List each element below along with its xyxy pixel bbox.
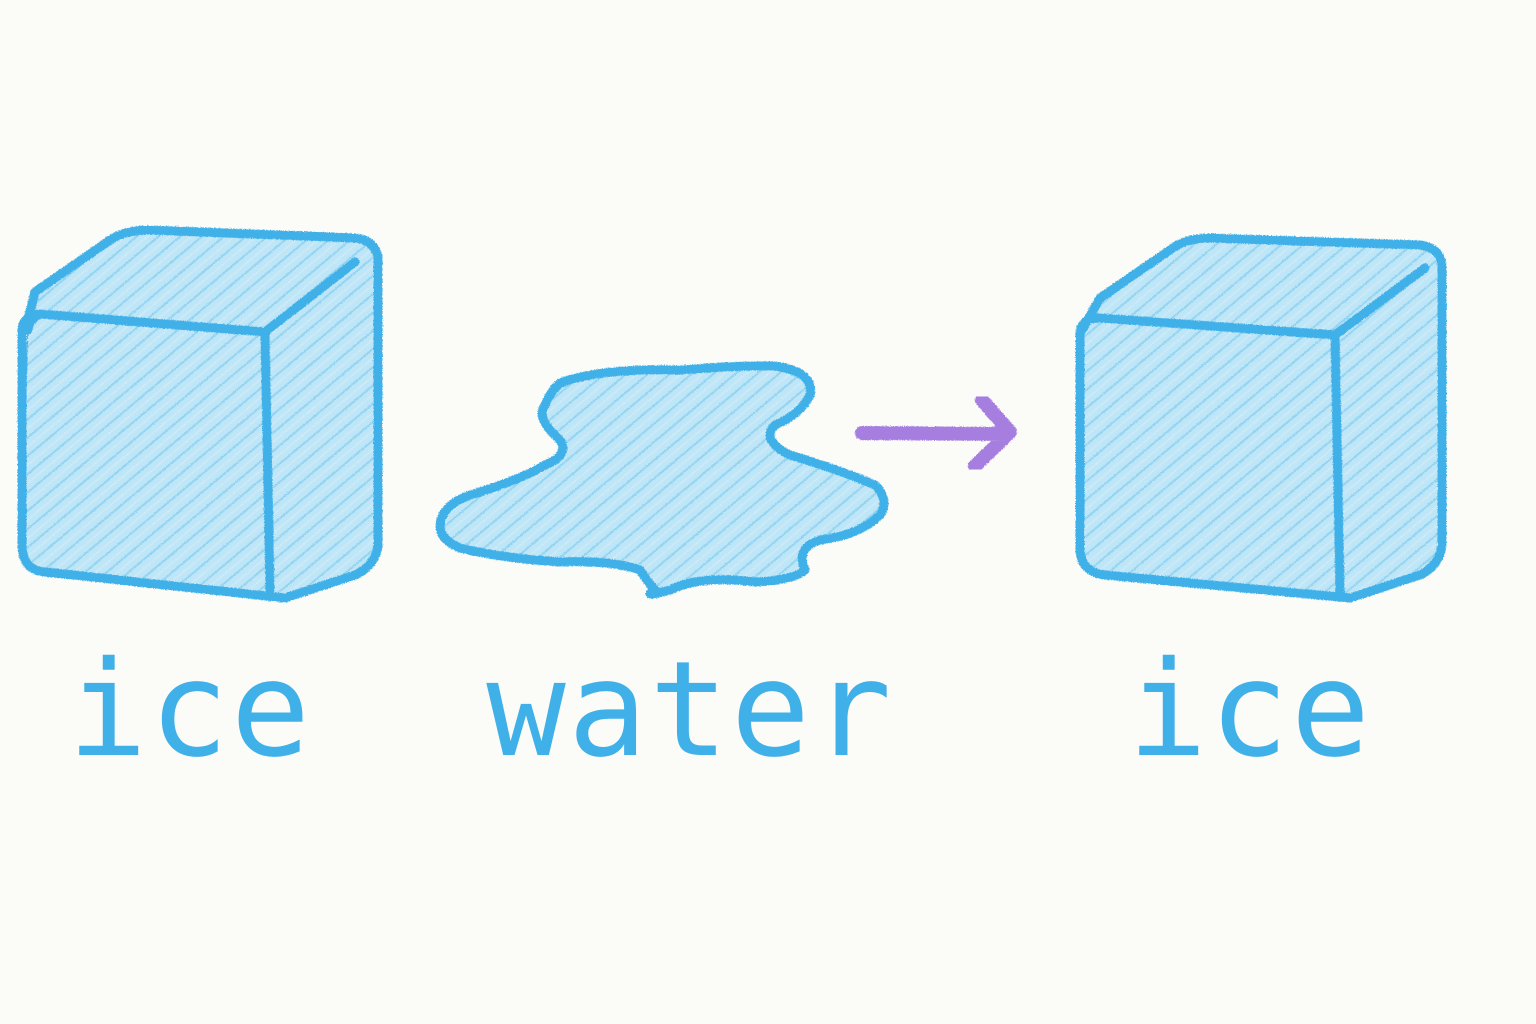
water-puddle-icon (435, 361, 889, 599)
ice-cube-icon (17, 225, 383, 603)
ice-label: ice (67, 633, 313, 787)
ice-label: ice (1127, 633, 1373, 787)
right-arrow-icon (855, 393, 1017, 473)
ice-cube-icon (1075, 233, 1447, 603)
water-label: water (486, 633, 894, 787)
